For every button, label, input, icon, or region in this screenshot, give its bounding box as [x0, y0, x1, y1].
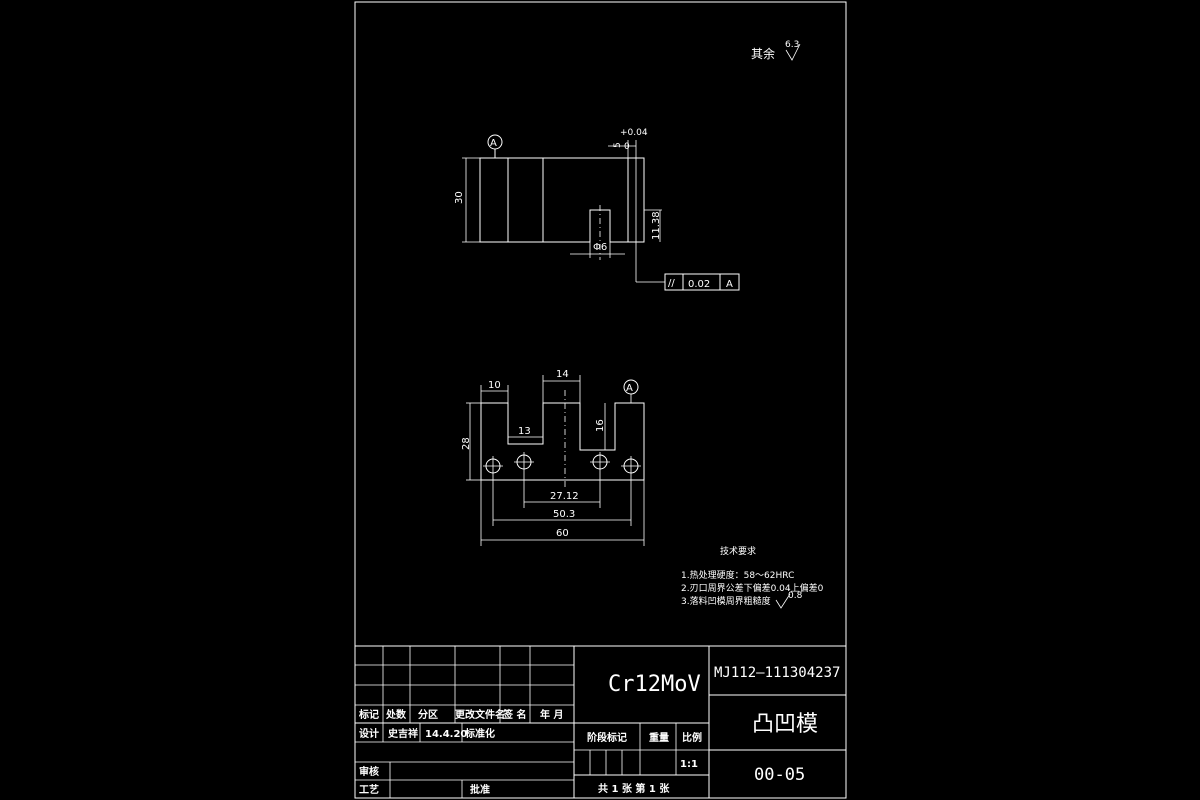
svg-text:00-05: 00-05	[754, 765, 805, 785]
svg-text:共 1 张 第 1 张: 共 1 张 第 1 张	[598, 782, 670, 795]
svg-text:更改文件名: 更改文件名	[455, 708, 505, 721]
svg-text:设计: 设计	[359, 727, 379, 740]
svg-text:标记: 标记	[358, 708, 379, 721]
svg-text:27.12: 27.12	[550, 491, 579, 502]
svg-text:0.02: 0.02	[688, 279, 710, 290]
svg-text:史吉祥: 史吉祥	[388, 727, 418, 740]
svg-text:13: 13	[518, 426, 531, 437]
svg-text:2.刃口周界公差下偏差0.04上偏差0: 2.刃口周界公差下偏差0.04上偏差0	[681, 582, 824, 594]
svg-text:批准: 批准	[470, 783, 490, 796]
svg-text:3.落料凹模周界粗糙度: 3.落料凹模周界粗糙度	[681, 595, 771, 607]
svg-text:14.4.20: 14.4.20	[425, 729, 467, 740]
svg-text://: //	[668, 278, 675, 289]
svg-text:6.3: 6.3	[785, 40, 799, 50]
svg-text:28: 28	[461, 437, 472, 450]
svg-text:A: A	[726, 279, 733, 290]
svg-text:审核: 审核	[359, 765, 379, 778]
svg-text:阶段标记: 阶段标记	[587, 731, 627, 744]
svg-text:60: 60	[556, 528, 569, 539]
tech-requirements: 技术要求 1.热处理硬度：58～62HRC 2.刃口周界公差下偏差0.04上偏差…	[681, 545, 824, 609]
drawing-border	[354, 1, 847, 799]
hatched-web-left	[479, 157, 509, 243]
svg-text:工艺: 工艺	[359, 783, 379, 796]
title-block: 标记 处数 分区 更改文件名 签 名 年 月 设计 史吉祥 14.4.20 标准…	[355, 645, 846, 798]
svg-text:Cr12MoV: Cr12MoV	[608, 672, 701, 697]
hatched-body-right	[542, 157, 629, 243]
svg-text:重量: 重量	[649, 731, 669, 744]
svg-text:+0.04: +0.04	[620, 128, 648, 138]
svg-text:5: 5	[613, 142, 623, 148]
svg-text:比例: 比例	[682, 731, 702, 744]
svg-text:14: 14	[556, 369, 569, 380]
svg-text:0: 0	[624, 142, 630, 152]
plan-view: A 10 14 13 16 28 27.12 50.3	[461, 369, 645, 546]
surface-roughness-note: 其余 6.3	[751, 40, 801, 61]
svg-text:16: 16	[595, 419, 606, 432]
svg-text:1.热处理硬度：58～62HRC: 1.热处理硬度：58～62HRC	[681, 569, 794, 581]
svg-text:A: A	[626, 383, 633, 394]
svg-text:11.38: 11.38	[651, 211, 662, 240]
svg-text:技术要求: 技术要求	[720, 545, 756, 557]
svg-text:1:1: 1:1	[680, 759, 698, 770]
roughness-symbol-icon	[775, 593, 791, 609]
svg-text:A: A	[490, 138, 497, 149]
section-view: A 30 +0.04 5 0 11.38 Φ6 // 0.02 A	[454, 128, 740, 291]
svg-text:MJ112—111304237: MJ112—111304237	[714, 665, 840, 681]
svg-text:凸凹模: 凸凹模	[752, 712, 818, 737]
svg-text:0.8: 0.8	[788, 591, 803, 601]
svg-text:50.3: 50.3	[553, 509, 575, 520]
svg-text:签 名: 签 名	[502, 708, 526, 721]
svg-text:标准化: 标准化	[464, 727, 495, 740]
roughness-symbol-icon	[785, 43, 801, 61]
svg-text:年 月: 年 月	[540, 708, 563, 721]
svg-text:分区: 分区	[418, 708, 438, 721]
plan-outline	[480, 402, 645, 481]
svg-text:30: 30	[454, 191, 465, 204]
svg-text:Φ6: Φ6	[593, 242, 607, 253]
svg-text:其余: 其余	[751, 46, 775, 61]
tolerance-frame	[664, 273, 740, 291]
svg-text:10: 10	[488, 380, 501, 391]
svg-text:处数: 处数	[385, 708, 407, 721]
